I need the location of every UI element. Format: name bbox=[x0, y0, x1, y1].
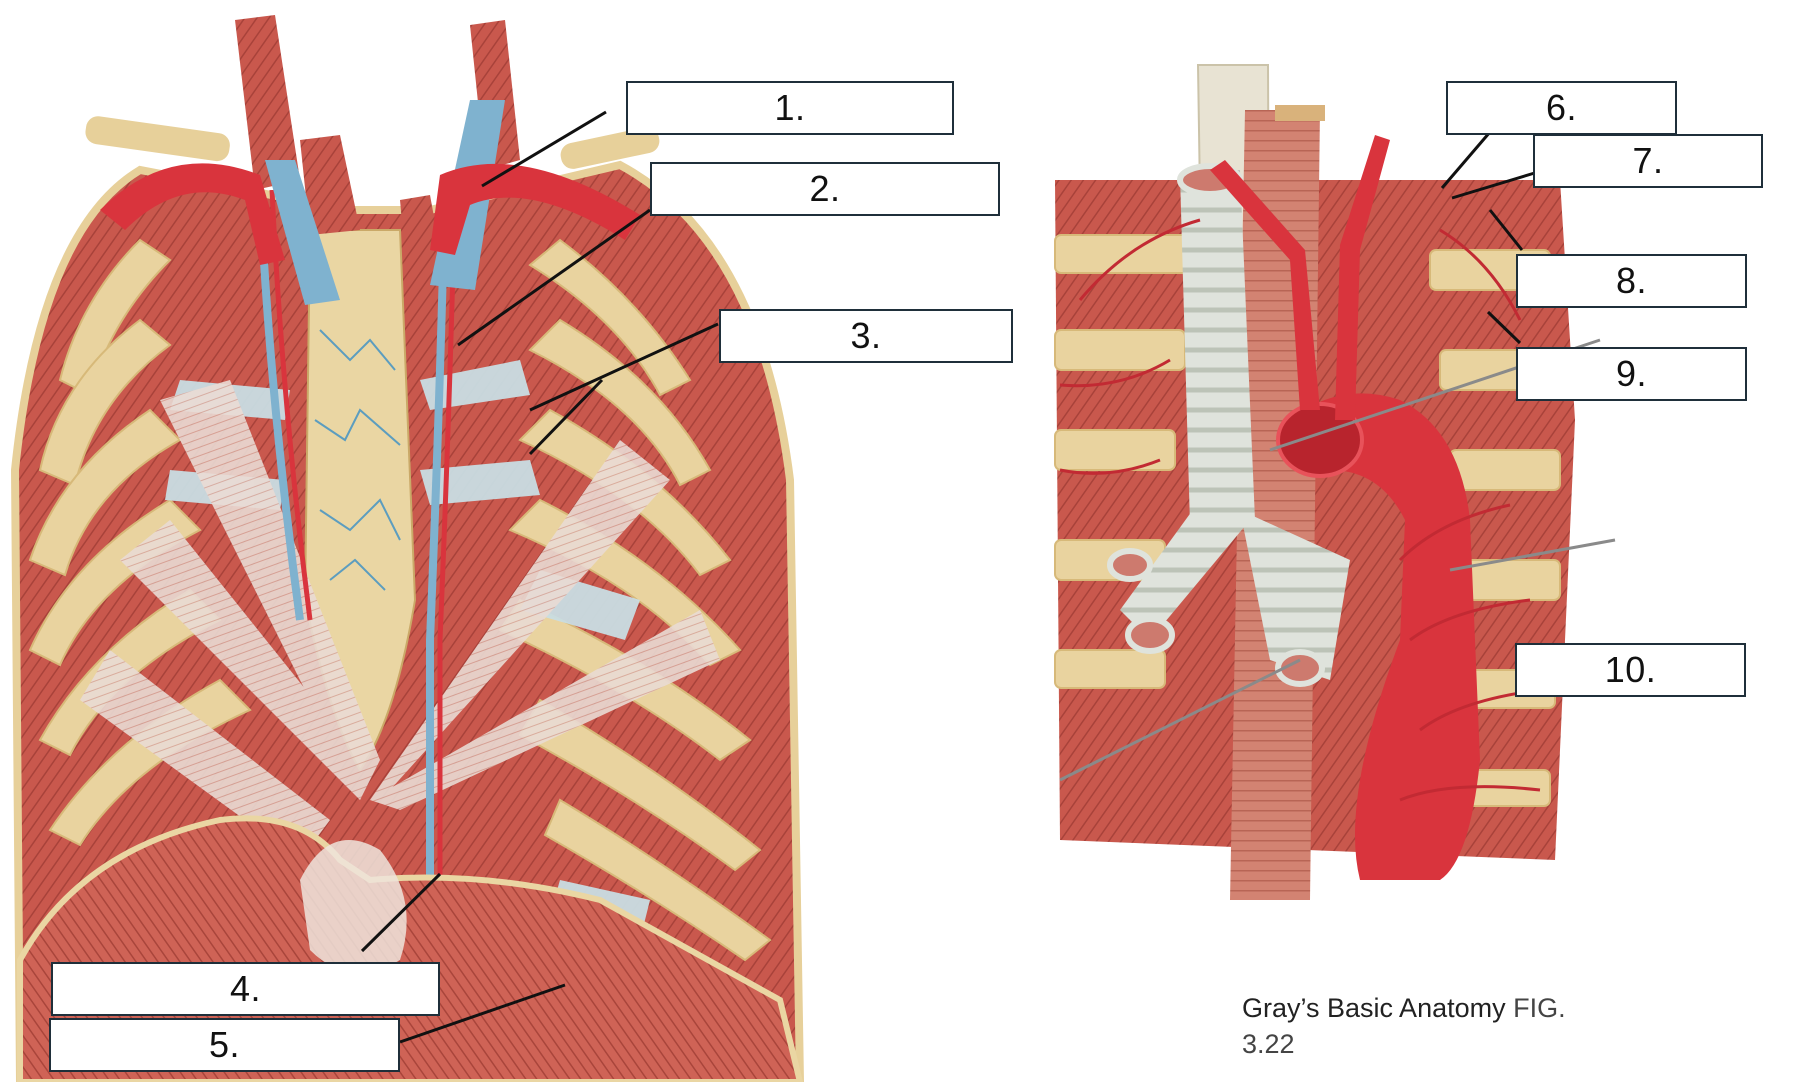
trachea bbox=[1180, 170, 1255, 525]
leader-8 bbox=[1488, 209, 1524, 251]
label-box-5[interactable]: 5. bbox=[49, 1018, 400, 1072]
aortic-arch-cut bbox=[1276, 402, 1364, 478]
label-box-1[interactable]: 1. bbox=[626, 81, 954, 135]
label-box-4[interactable]: 4. bbox=[51, 962, 440, 1016]
leader-3b bbox=[528, 378, 604, 456]
credit-figure-number: 3.22 bbox=[1242, 1029, 1295, 1059]
bronchus-opening-3 bbox=[1275, 649, 1325, 687]
left-common-carotid bbox=[1210, 160, 1320, 410]
neck-muscles-left bbox=[235, 15, 360, 235]
label-box-2[interactable]: 2. bbox=[650, 162, 1000, 216]
leader-5 bbox=[399, 983, 566, 1044]
vertebral-cut-top bbox=[1275, 105, 1325, 121]
transversus-thoracis-muscle bbox=[80, 380, 720, 860]
leader-1 bbox=[481, 110, 607, 188]
posterior-mediastinum-figure bbox=[1054, 64, 1616, 900]
clavicle-right bbox=[560, 127, 660, 169]
label-box-9[interactable]: 9. bbox=[1516, 347, 1747, 401]
probe-2 bbox=[1449, 538, 1616, 572]
leader-3a bbox=[529, 322, 719, 412]
leader-4 bbox=[360, 872, 442, 953]
label-box-3[interactable]: 3. bbox=[719, 309, 1013, 363]
left-main-bronchus bbox=[1240, 510, 1350, 680]
bronchus-opening-2 bbox=[1125, 616, 1175, 654]
right-main-bronchus bbox=[1120, 500, 1250, 640]
figure-credit: Gray’s Basic Anatomy FIG. 3.22 bbox=[1242, 990, 1566, 1062]
diaphragm bbox=[17, 815, 804, 1082]
probe-3 bbox=[1059, 658, 1301, 782]
anterior-thoracic-wall-figure bbox=[10, 15, 805, 1082]
leader-6 bbox=[1440, 131, 1492, 189]
leader-lines bbox=[360, 110, 1539, 1044]
brachiocephalic-vein-left bbox=[265, 160, 340, 305]
credit-fig: FIG. bbox=[1513, 993, 1566, 1023]
label-box-8[interactable]: 8. bbox=[1516, 254, 1747, 308]
label-box-10[interactable]: 10. bbox=[1515, 643, 1746, 697]
leader-7 bbox=[1451, 170, 1539, 200]
brachiocephalic-trunk bbox=[1335, 135, 1390, 420]
central-tendon bbox=[300, 840, 407, 973]
label-box-6[interactable]: 6. bbox=[1446, 81, 1677, 135]
bronchus-opening-1 bbox=[1107, 548, 1153, 582]
aortic-arch-and-descending-aorta bbox=[1290, 393, 1480, 880]
label-box-7[interactable]: 7. bbox=[1533, 134, 1763, 188]
subclavian-artery-left bbox=[100, 163, 285, 265]
credit-source: Gray’s Basic Anatomy bbox=[1242, 993, 1506, 1023]
leader-2 bbox=[457, 208, 651, 347]
leader-9 bbox=[1486, 310, 1522, 345]
sternal-vessel-network bbox=[314, 329, 401, 591]
clavicle-left bbox=[85, 116, 230, 162]
